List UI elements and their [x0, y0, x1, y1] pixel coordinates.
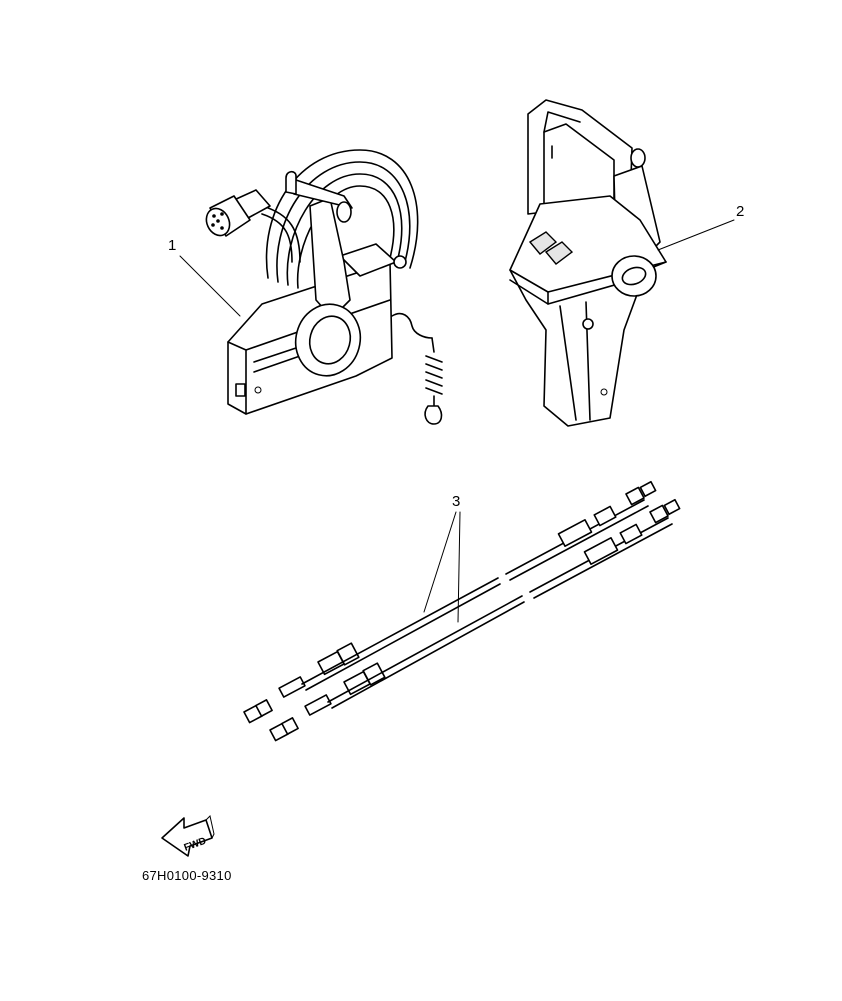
cable-a [243, 480, 657, 724]
callout-2: 2 [657, 203, 744, 251]
harness-coil [265, 149, 419, 289]
part-code: 67H0100-9310 [142, 868, 232, 883]
callout-3-label: 3 [452, 493, 460, 510]
callout-1-label: 1 [168, 237, 176, 254]
control-lever [285, 170, 362, 377]
callout-1: 1 [168, 237, 241, 317]
trim-switch [528, 231, 574, 265]
cable-b [269, 498, 681, 742]
forward-arrow-icon: FWD [161, 815, 215, 857]
harness-connector [205, 189, 271, 237]
safety-lanyard [391, 312, 443, 425]
callout-2-label: 2 [736, 203, 744, 220]
remote-control-cables [243, 480, 681, 742]
remote-control-side-mount [205, 149, 443, 425]
remote-control-binnacle [509, 99, 667, 427]
callout-3: 3 [423, 493, 461, 623]
lock-button [235, 383, 246, 397]
